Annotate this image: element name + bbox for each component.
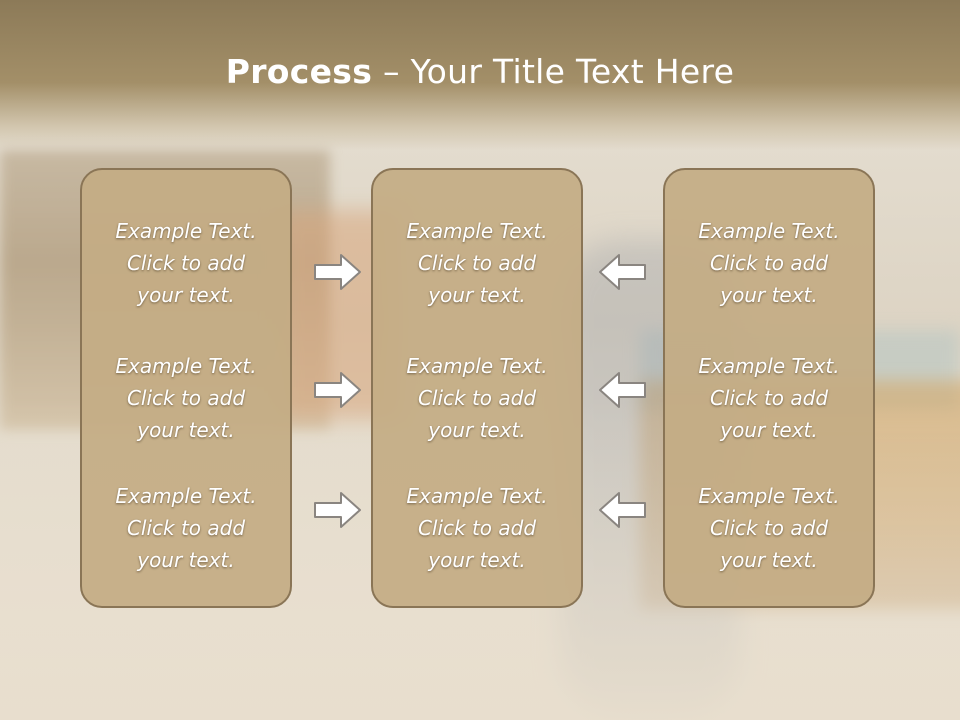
slide-title[interactable]: Process – Your Title Text Here xyxy=(0,52,960,91)
text-line: Click to add xyxy=(126,386,246,410)
text-line: your text. xyxy=(428,283,526,307)
text-line: your text. xyxy=(720,418,818,442)
text-line: your text. xyxy=(137,418,235,442)
text-line: Click to add xyxy=(709,516,829,540)
text-placeholder[interactable]: Example Text. Click to add your text. xyxy=(665,215,873,311)
text-line: Click to add xyxy=(709,386,829,410)
text-line: Click to add xyxy=(417,516,537,540)
text-placeholder[interactable]: Example Text. Click to add your text. xyxy=(82,480,290,576)
title-rest: Your Title Text Here xyxy=(410,52,735,91)
text-placeholder[interactable]: Example Text. Click to add your text. xyxy=(373,215,581,311)
text-line: Click to add xyxy=(126,516,246,540)
arrow-left-icon xyxy=(597,490,647,530)
arrow-left-icon xyxy=(597,370,647,410)
text-placeholder[interactable]: Example Text. Click to add your text. xyxy=(665,480,873,576)
arrow-right-icon xyxy=(313,370,363,410)
text-line: Click to add xyxy=(417,251,537,275)
process-box-center[interactable]: Example Text. Click to add your text. Ex… xyxy=(371,168,583,608)
text-line: Example Text. xyxy=(406,354,548,378)
text-line: Example Text. xyxy=(115,484,257,508)
arrow-right-icon xyxy=(313,252,363,292)
title-bold: Process xyxy=(225,52,373,91)
text-line: Click to add xyxy=(126,251,246,275)
text-line: Click to add xyxy=(709,251,829,275)
arrow-left-icon xyxy=(597,252,647,292)
text-placeholder[interactable]: Example Text. Click to add your text. xyxy=(82,350,290,446)
text-placeholder[interactable]: Example Text. Click to add your text. xyxy=(373,350,581,446)
text-placeholder[interactable]: Example Text. Click to add your text. xyxy=(82,215,290,311)
text-line: your text. xyxy=(137,283,235,307)
text-line: Example Text. xyxy=(698,484,840,508)
process-box-right[interactable]: Example Text. Click to add your text. Ex… xyxy=(663,168,875,608)
text-line: Example Text. xyxy=(698,219,840,243)
text-line: Example Text. xyxy=(406,484,548,508)
title-dash: – xyxy=(372,52,411,91)
text-line: Example Text. xyxy=(406,219,548,243)
text-line: your text. xyxy=(428,418,526,442)
text-line: your text. xyxy=(428,548,526,572)
text-line: Example Text. xyxy=(115,354,257,378)
arrow-right-icon xyxy=(313,490,363,530)
text-placeholder[interactable]: Example Text. Click to add your text. xyxy=(665,350,873,446)
text-line: your text. xyxy=(720,283,818,307)
text-line: Click to add xyxy=(417,386,537,410)
text-line: your text. xyxy=(720,548,818,572)
text-placeholder[interactable]: Example Text. Click to add your text. xyxy=(373,480,581,576)
process-box-left[interactable]: Example Text. Click to add your text. Ex… xyxy=(80,168,292,608)
text-line: Example Text. xyxy=(698,354,840,378)
text-line: Example Text. xyxy=(115,219,257,243)
title-band xyxy=(0,0,960,150)
text-line: your text. xyxy=(137,548,235,572)
